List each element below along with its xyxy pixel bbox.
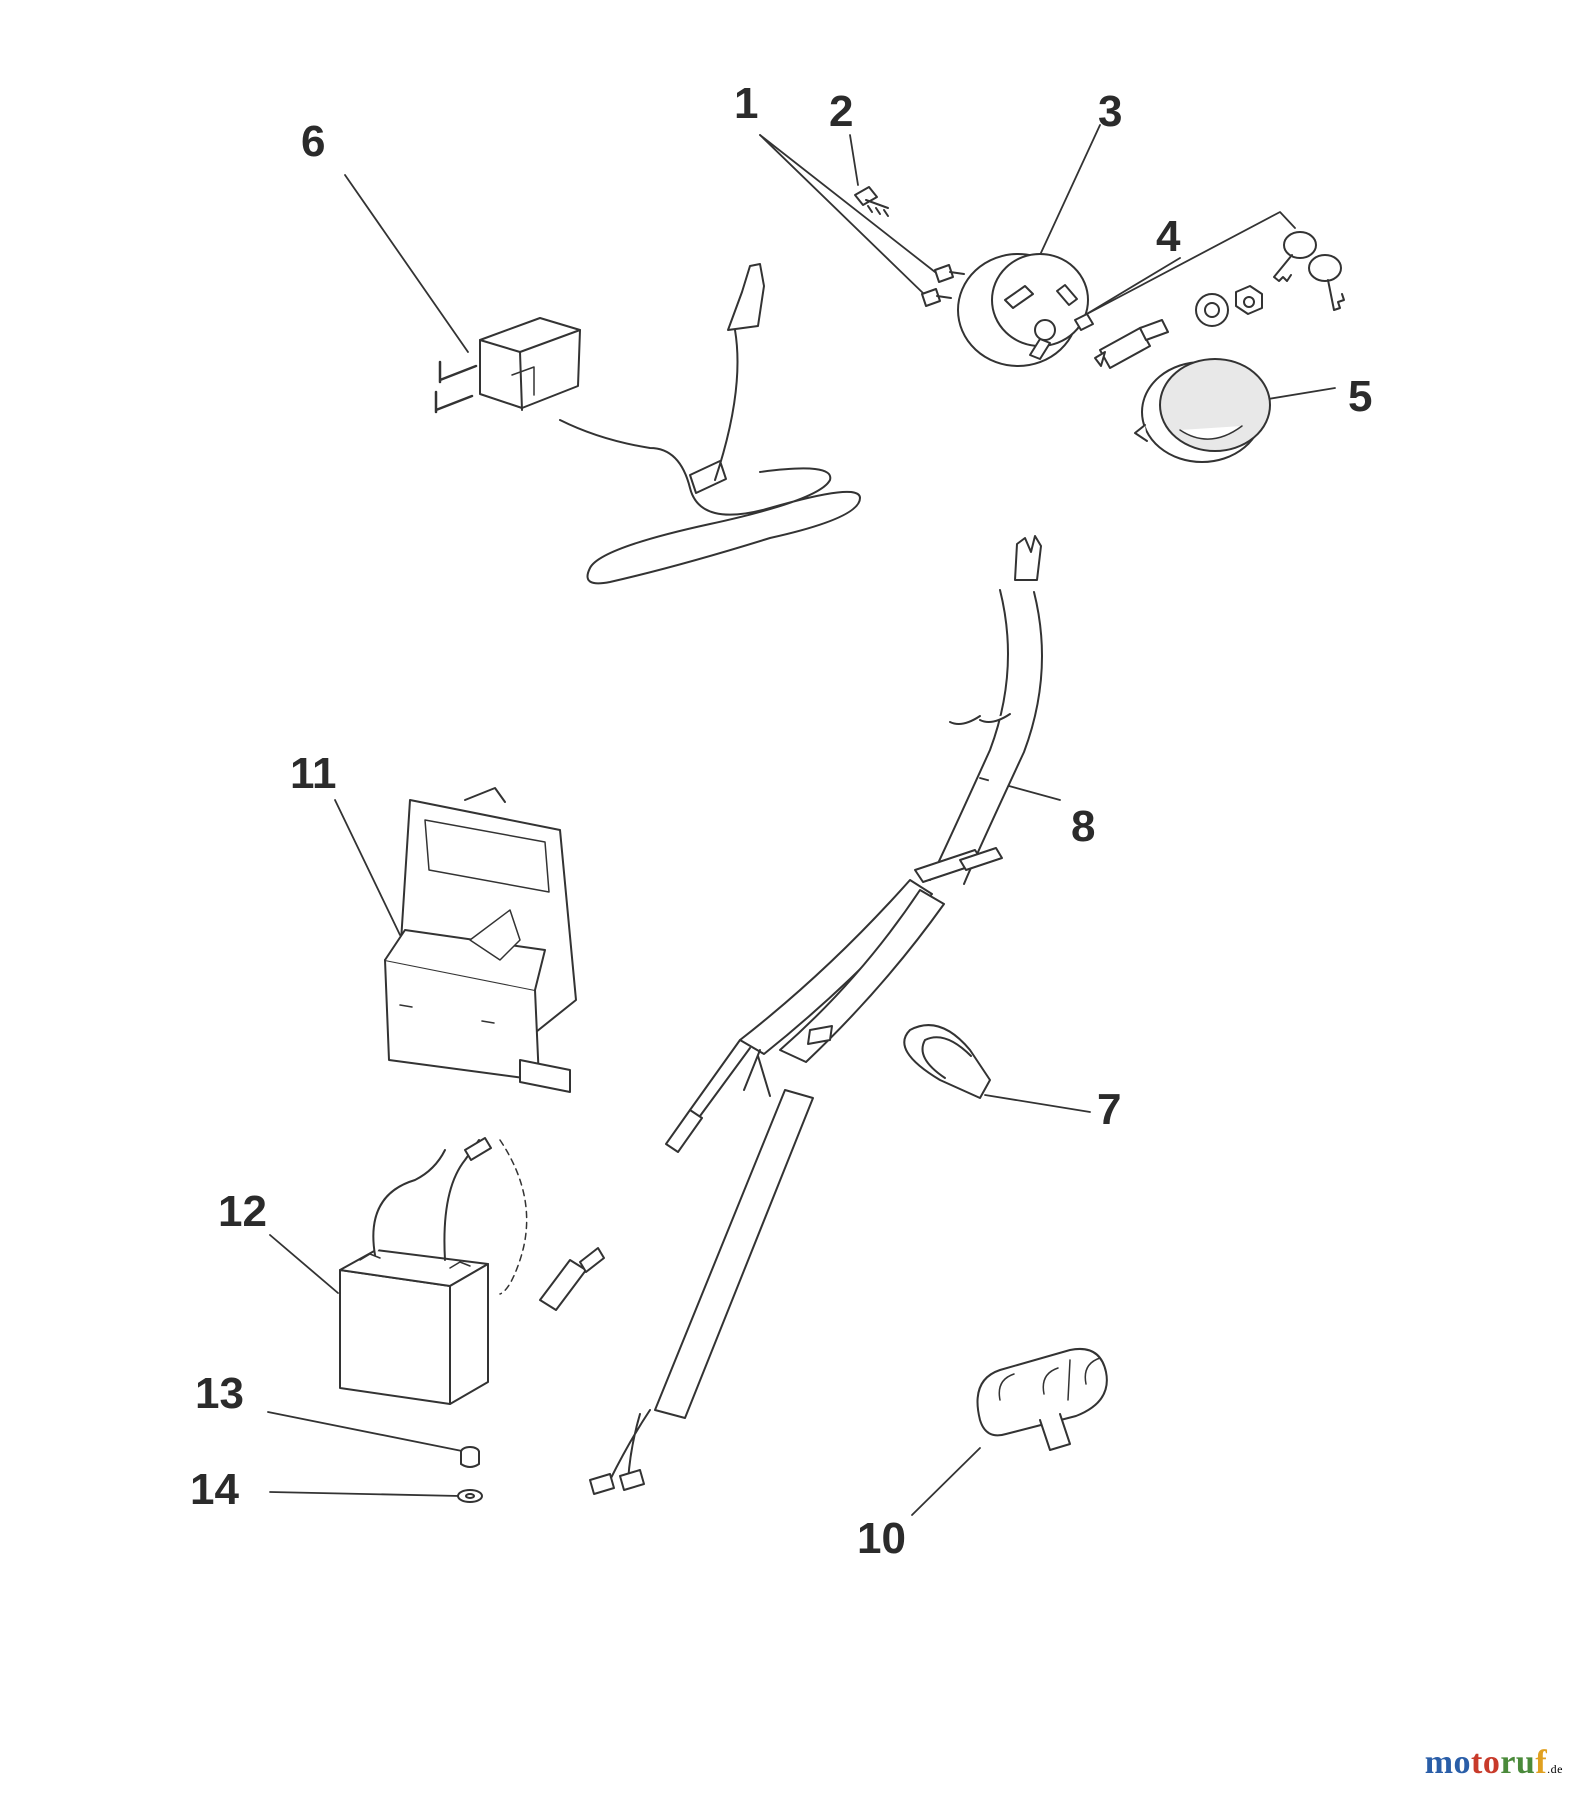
part-8-harness (589, 535, 1043, 1495)
part-12-battery (339, 1137, 605, 1405)
callout-10: 10 (857, 1514, 906, 1563)
leader-1a (759, 134, 936, 273)
watermark-segment: f (1535, 1744, 1548, 1781)
leader-3 (1039, 124, 1101, 256)
leader-14 (269, 1491, 461, 1497)
part-5-cap (1134, 358, 1271, 463)
leader-11 (334, 799, 401, 936)
leader-13 (267, 1411, 463, 1452)
leader-6 (344, 174, 469, 353)
part-6-charger (434, 263, 861, 585)
part-3-switch-housing (957, 253, 1094, 367)
part-13-nut (460, 1446, 480, 1468)
watermark-segment: to (1471, 1744, 1501, 1781)
callout-13: 13 (195, 1369, 244, 1418)
callout-11: 11 (290, 749, 337, 798)
watermark-suffix: .de (1547, 1762, 1563, 1776)
watermark-segment: ru (1500, 1744, 1536, 1781)
part-14-washer (457, 1489, 483, 1503)
callout-3: 3 (1098, 87, 1123, 136)
watermark-segment: mo (1424, 1744, 1472, 1781)
part-4-lock-set (1094, 231, 1345, 369)
leader-4b (1084, 257, 1181, 316)
part-1-screws (921, 264, 965, 307)
callout-7: 7 (1097, 1085, 1122, 1134)
leader-7 (984, 1094, 1091, 1113)
leader-1b (759, 134, 926, 296)
part-11-battery-holder (384, 787, 577, 1093)
callout-12: 12 (218, 1187, 267, 1236)
leader-5 (1261, 387, 1336, 401)
leader-lines (267, 124, 1336, 1516)
callout-1: 1 (734, 79, 759, 128)
callout-4: 4 (1156, 212, 1181, 261)
part-2-screw (854, 186, 889, 217)
leader-12 (269, 1234, 339, 1294)
part-10-clip (976, 1348, 1108, 1451)
callout-8: 8 (1071, 802, 1096, 851)
part-7-cable-tie (903, 1024, 991, 1099)
callout-6: 6 (301, 117, 326, 166)
leader-2 (849, 134, 859, 186)
callout-5: 5 (1348, 372, 1373, 421)
callout-14: 14 (190, 1465, 239, 1514)
leader-4a (1084, 211, 1296, 316)
callout-2: 2 (829, 87, 854, 136)
motoruf-watermark: motoruf.de (1425, 1744, 1563, 1782)
leader-10 (911, 1447, 981, 1516)
